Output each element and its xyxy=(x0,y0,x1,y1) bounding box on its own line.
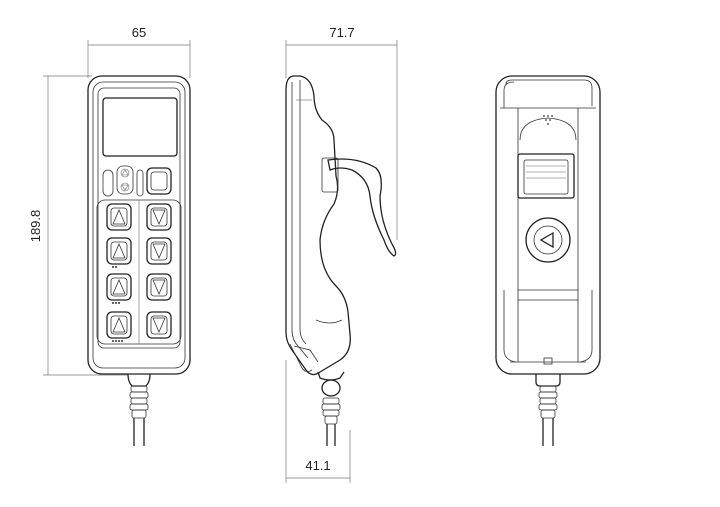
triangle-down-icon xyxy=(152,317,166,334)
dimension-side-bottom-width: 41.1 xyxy=(285,360,351,483)
arrow-up-icon xyxy=(121,169,129,176)
dim-label-71-7: 71.7 xyxy=(329,25,354,40)
side-view xyxy=(285,75,397,446)
down-button-3[interactable] xyxy=(146,273,172,301)
front-view xyxy=(87,75,191,446)
arrow-down-icon xyxy=(121,184,129,191)
trigger-lever xyxy=(327,158,397,257)
down-button-1[interactable] xyxy=(146,203,172,231)
dimension-front-width: 65 xyxy=(87,25,191,78)
up-button-3[interactable] xyxy=(106,273,132,304)
down-button-4[interactable] xyxy=(146,311,172,339)
triangle-down-icon xyxy=(152,209,166,226)
up-button-2[interactable] xyxy=(106,237,132,268)
dim-label-65: 65 xyxy=(132,25,146,40)
back-view xyxy=(495,75,601,446)
up-button-1[interactable] xyxy=(106,203,132,231)
triangle-down-icon xyxy=(152,279,166,296)
dimension-height: 189.8 xyxy=(28,75,128,376)
up-button-4[interactable] xyxy=(106,311,132,342)
play-triangle-icon xyxy=(539,231,554,249)
down-button-2[interactable] xyxy=(146,237,172,265)
back-cable xyxy=(535,374,561,446)
triangle-up-icon xyxy=(112,278,126,295)
vent-dots xyxy=(543,115,553,125)
latch-window xyxy=(517,153,575,199)
triangle-up-icon xyxy=(112,242,126,259)
triangle-up-icon xyxy=(112,316,126,333)
dim-label-189-8: 189.8 xyxy=(28,210,43,243)
front-cable xyxy=(127,373,151,446)
square-button[interactable] xyxy=(146,167,172,195)
side-cable xyxy=(317,371,345,446)
back-round-button[interactable] xyxy=(525,217,571,263)
dim-label-41-1: 41.1 xyxy=(305,458,330,473)
dimension-side-depth: 71.7 xyxy=(285,25,398,240)
triangle-down-icon xyxy=(152,243,166,260)
triangle-up-icon xyxy=(112,208,126,225)
label-tag xyxy=(543,357,553,365)
display-screen xyxy=(102,97,178,157)
